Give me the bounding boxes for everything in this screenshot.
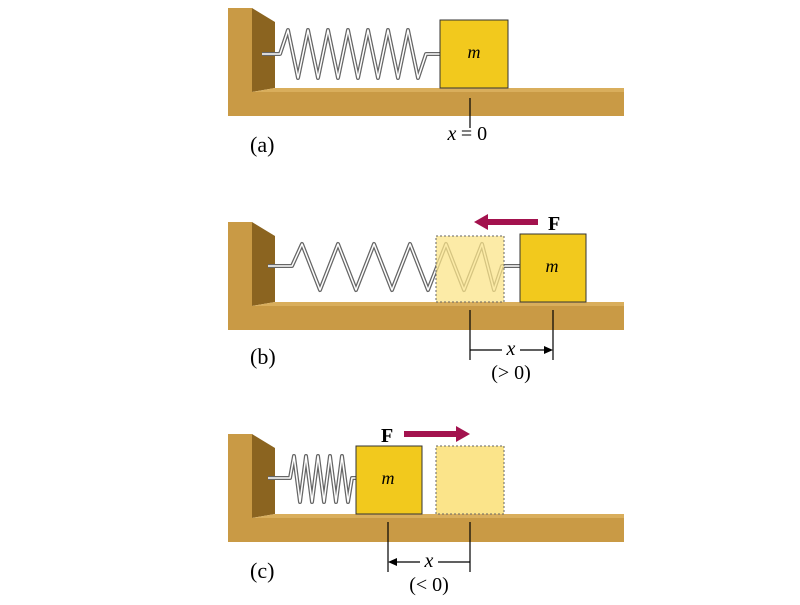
disp-label-b: x bbox=[506, 338, 516, 360]
mass-block-a bbox=[439, 19, 509, 89]
force-label-c: F bbox=[381, 425, 393, 447]
spring-c-hl bbox=[268, 455, 356, 503]
panel-label-c: (c) bbox=[250, 558, 274, 583]
floor-top-b bbox=[252, 302, 624, 306]
floor-top-a bbox=[252, 88, 624, 92]
ghost-block-b bbox=[435, 235, 505, 303]
disp-arrowhead-c bbox=[388, 558, 397, 566]
force-arrow-c bbox=[404, 426, 470, 442]
disp-sign-c: (< 0) bbox=[409, 574, 449, 596]
base-b bbox=[228, 222, 624, 330]
wall-b bbox=[228, 222, 252, 330]
force-arrow-b bbox=[474, 214, 538, 230]
mass-label-b: m bbox=[546, 256, 559, 276]
x-label-a: x bbox=[447, 123, 457, 145]
force-label-b: F bbox=[548, 213, 560, 235]
panel-label-b: (b) bbox=[250, 344, 276, 369]
wall-face-c bbox=[252, 434, 275, 518]
mass-label-c: m bbox=[382, 468, 395, 488]
spring-a-hl bbox=[262, 29, 440, 79]
floor-a bbox=[228, 92, 624, 116]
wall-c bbox=[228, 434, 252, 542]
mass-block-b bbox=[519, 233, 587, 303]
floor-c bbox=[228, 518, 624, 542]
wall-face-a bbox=[252, 8, 275, 92]
disp-sign-b: (> 0) bbox=[491, 362, 531, 384]
disp-arrowhead-b bbox=[544, 346, 553, 354]
x-eq-zero-a: = 0 bbox=[461, 123, 487, 145]
panel-a: m x = 0 (a) bbox=[228, 8, 624, 157]
mass-label-a: m bbox=[468, 42, 481, 62]
wall-face-b bbox=[252, 222, 275, 306]
wall-a bbox=[228, 8, 252, 116]
base-a bbox=[228, 8, 624, 116]
floor-b bbox=[228, 306, 624, 330]
disp-label-c: x bbox=[424, 550, 434, 572]
panel-label-a: (a) bbox=[250, 132, 274, 157]
panel-c: m F x (< 0) (c) bbox=[228, 425, 624, 596]
panel-b: m F x (> 0) (b) bbox=[228, 213, 624, 384]
floor-top-c bbox=[252, 514, 624, 518]
ghost-block-c bbox=[435, 445, 505, 515]
mass-block-c bbox=[355, 445, 423, 515]
base-c bbox=[228, 434, 624, 542]
